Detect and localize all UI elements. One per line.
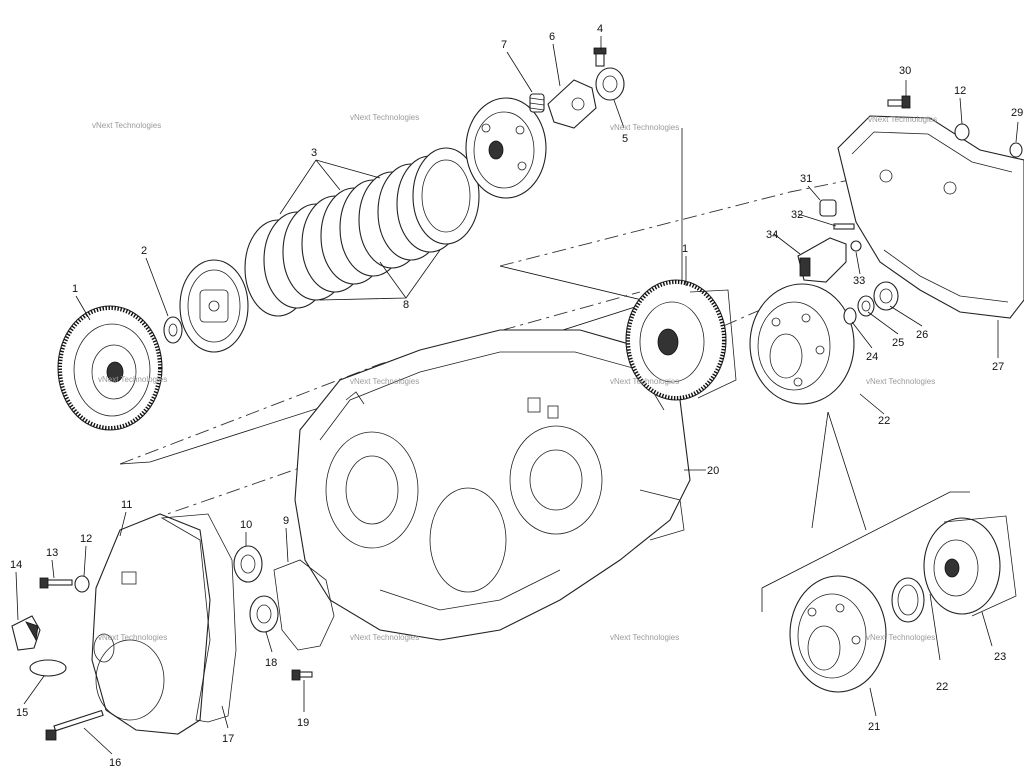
- part-5-bearing: [595, 67, 625, 101]
- part-20-crankcase: [294, 329, 691, 641]
- callout-25: 25: [892, 337, 904, 349]
- watermark: vNext Technologies: [868, 115, 937, 124]
- callout-10: 10: [240, 519, 252, 531]
- part-33-o-ring: [850, 240, 862, 252]
- part-10-bearing: [233, 545, 263, 583]
- watermark: vNext Technologies: [98, 633, 167, 642]
- part-3-8-clutch-plate-stack: [244, 147, 480, 317]
- part-22-clutch-drum-upper: [749, 283, 855, 405]
- part-6-lifter-plate: [547, 79, 597, 129]
- callout-16: 16: [109, 757, 121, 768]
- part-12-washer-right: [954, 123, 970, 141]
- callout-27: 27: [992, 361, 1004, 373]
- callout-5: 5: [622, 133, 628, 145]
- leader-lines: [15, 36, 1019, 755]
- part-27-right-cover: [837, 115, 1024, 319]
- callout-30: 30: [899, 65, 911, 77]
- part-34-shaft: [797, 237, 847, 283]
- part-19-bolt: [291, 669, 313, 681]
- watermark: vNext Technologies: [98, 375, 167, 384]
- callout-12-right: 12: [954, 85, 966, 97]
- callout-1-center: 1: [682, 243, 688, 255]
- callout-32: 32: [791, 209, 803, 221]
- watermark: vNext Technologies: [610, 377, 679, 386]
- callout-4: 4: [597, 23, 603, 35]
- watermark: vNext Technologies: [866, 633, 935, 642]
- callout-17: 17: [222, 733, 234, 745]
- watermark: vNext Technologies: [610, 633, 679, 642]
- part-21-clutch-drum-lower: [789, 575, 887, 693]
- part-7-spring: [529, 93, 545, 113]
- part-1-clutch-gear-left: [57, 305, 163, 431]
- callout-7: 7: [501, 39, 507, 51]
- part-15-o-ring: [29, 659, 67, 677]
- part-26-bearing: [873, 281, 899, 311]
- pressure-plate: [179, 259, 249, 353]
- watermark: vNext Technologies: [610, 123, 679, 132]
- callout-1-left: 1: [72, 283, 78, 295]
- part-30-bolt: [887, 95, 911, 109]
- callout-26: 26: [916, 329, 928, 341]
- callout-29: 29: [1011, 107, 1023, 119]
- callout-22-lower: 22: [936, 681, 948, 693]
- part-2-thrust-washer: [163, 316, 183, 344]
- callout-13: 13: [46, 547, 58, 559]
- part-14-cap: [11, 615, 41, 651]
- callout-9: 9: [283, 515, 289, 527]
- part-12-washer-left: [74, 575, 90, 593]
- part-9-gasket: [273, 559, 335, 651]
- part-25-seal: [857, 295, 875, 317]
- callout-6: 6: [549, 31, 555, 43]
- callout-2: 2: [141, 245, 147, 257]
- watermark: vNext Technologies: [350, 633, 419, 642]
- part-18-bearing: [249, 595, 279, 633]
- part-23-clutch-housing: [923, 515, 1017, 617]
- part-4-bolt: [593, 47, 607, 67]
- callout-34: 34: [766, 229, 778, 241]
- callout-15: 15: [16, 707, 28, 719]
- part-17-gasket: [160, 513, 237, 723]
- watermark: vNext Technologies: [350, 377, 419, 386]
- callout-19: 19: [297, 717, 309, 729]
- callout-labels: 1 2 3 4 5 6 7 8 9 10 11 12 13 14 15 16 1…: [10, 23, 1023, 769]
- callout-24: 24: [866, 351, 878, 363]
- part-13-bolt: [39, 577, 73, 589]
- part-11-left-cover: [91, 513, 211, 735]
- part-22-one-way-clutch: [891, 577, 925, 623]
- part-32-pin: [833, 223, 855, 230]
- callout-11: 11: [121, 499, 132, 511]
- callout-20: 20: [707, 465, 719, 477]
- callout-33: 33: [853, 275, 865, 287]
- callout-12-left: 12: [80, 533, 92, 545]
- part-31-collar: [819, 199, 837, 217]
- part-1-clutch-gear-center: [625, 279, 737, 401]
- watermark: vNext Technologies: [92, 121, 161, 130]
- callout-23: 23: [994, 651, 1006, 663]
- watermarks: vNext Technologies vNext Technologies vN…: [92, 113, 937, 642]
- part-29-plug: [1009, 142, 1023, 158]
- clutch-hub: [465, 97, 547, 199]
- callout-22-upper: 22: [878, 415, 890, 427]
- part-24-washer: [843, 307, 857, 325]
- callout-3: 3: [311, 147, 317, 159]
- watermark: vNext Technologies: [350, 113, 419, 122]
- callout-21: 21: [868, 721, 880, 733]
- callout-31: 31: [800, 173, 812, 185]
- callout-8: 8: [403, 299, 409, 311]
- callout-14: 14: [10, 559, 22, 571]
- watermark: vNext Technologies: [866, 377, 935, 386]
- callout-18: 18: [265, 657, 277, 669]
- part-16-bolt: [45, 709, 104, 741]
